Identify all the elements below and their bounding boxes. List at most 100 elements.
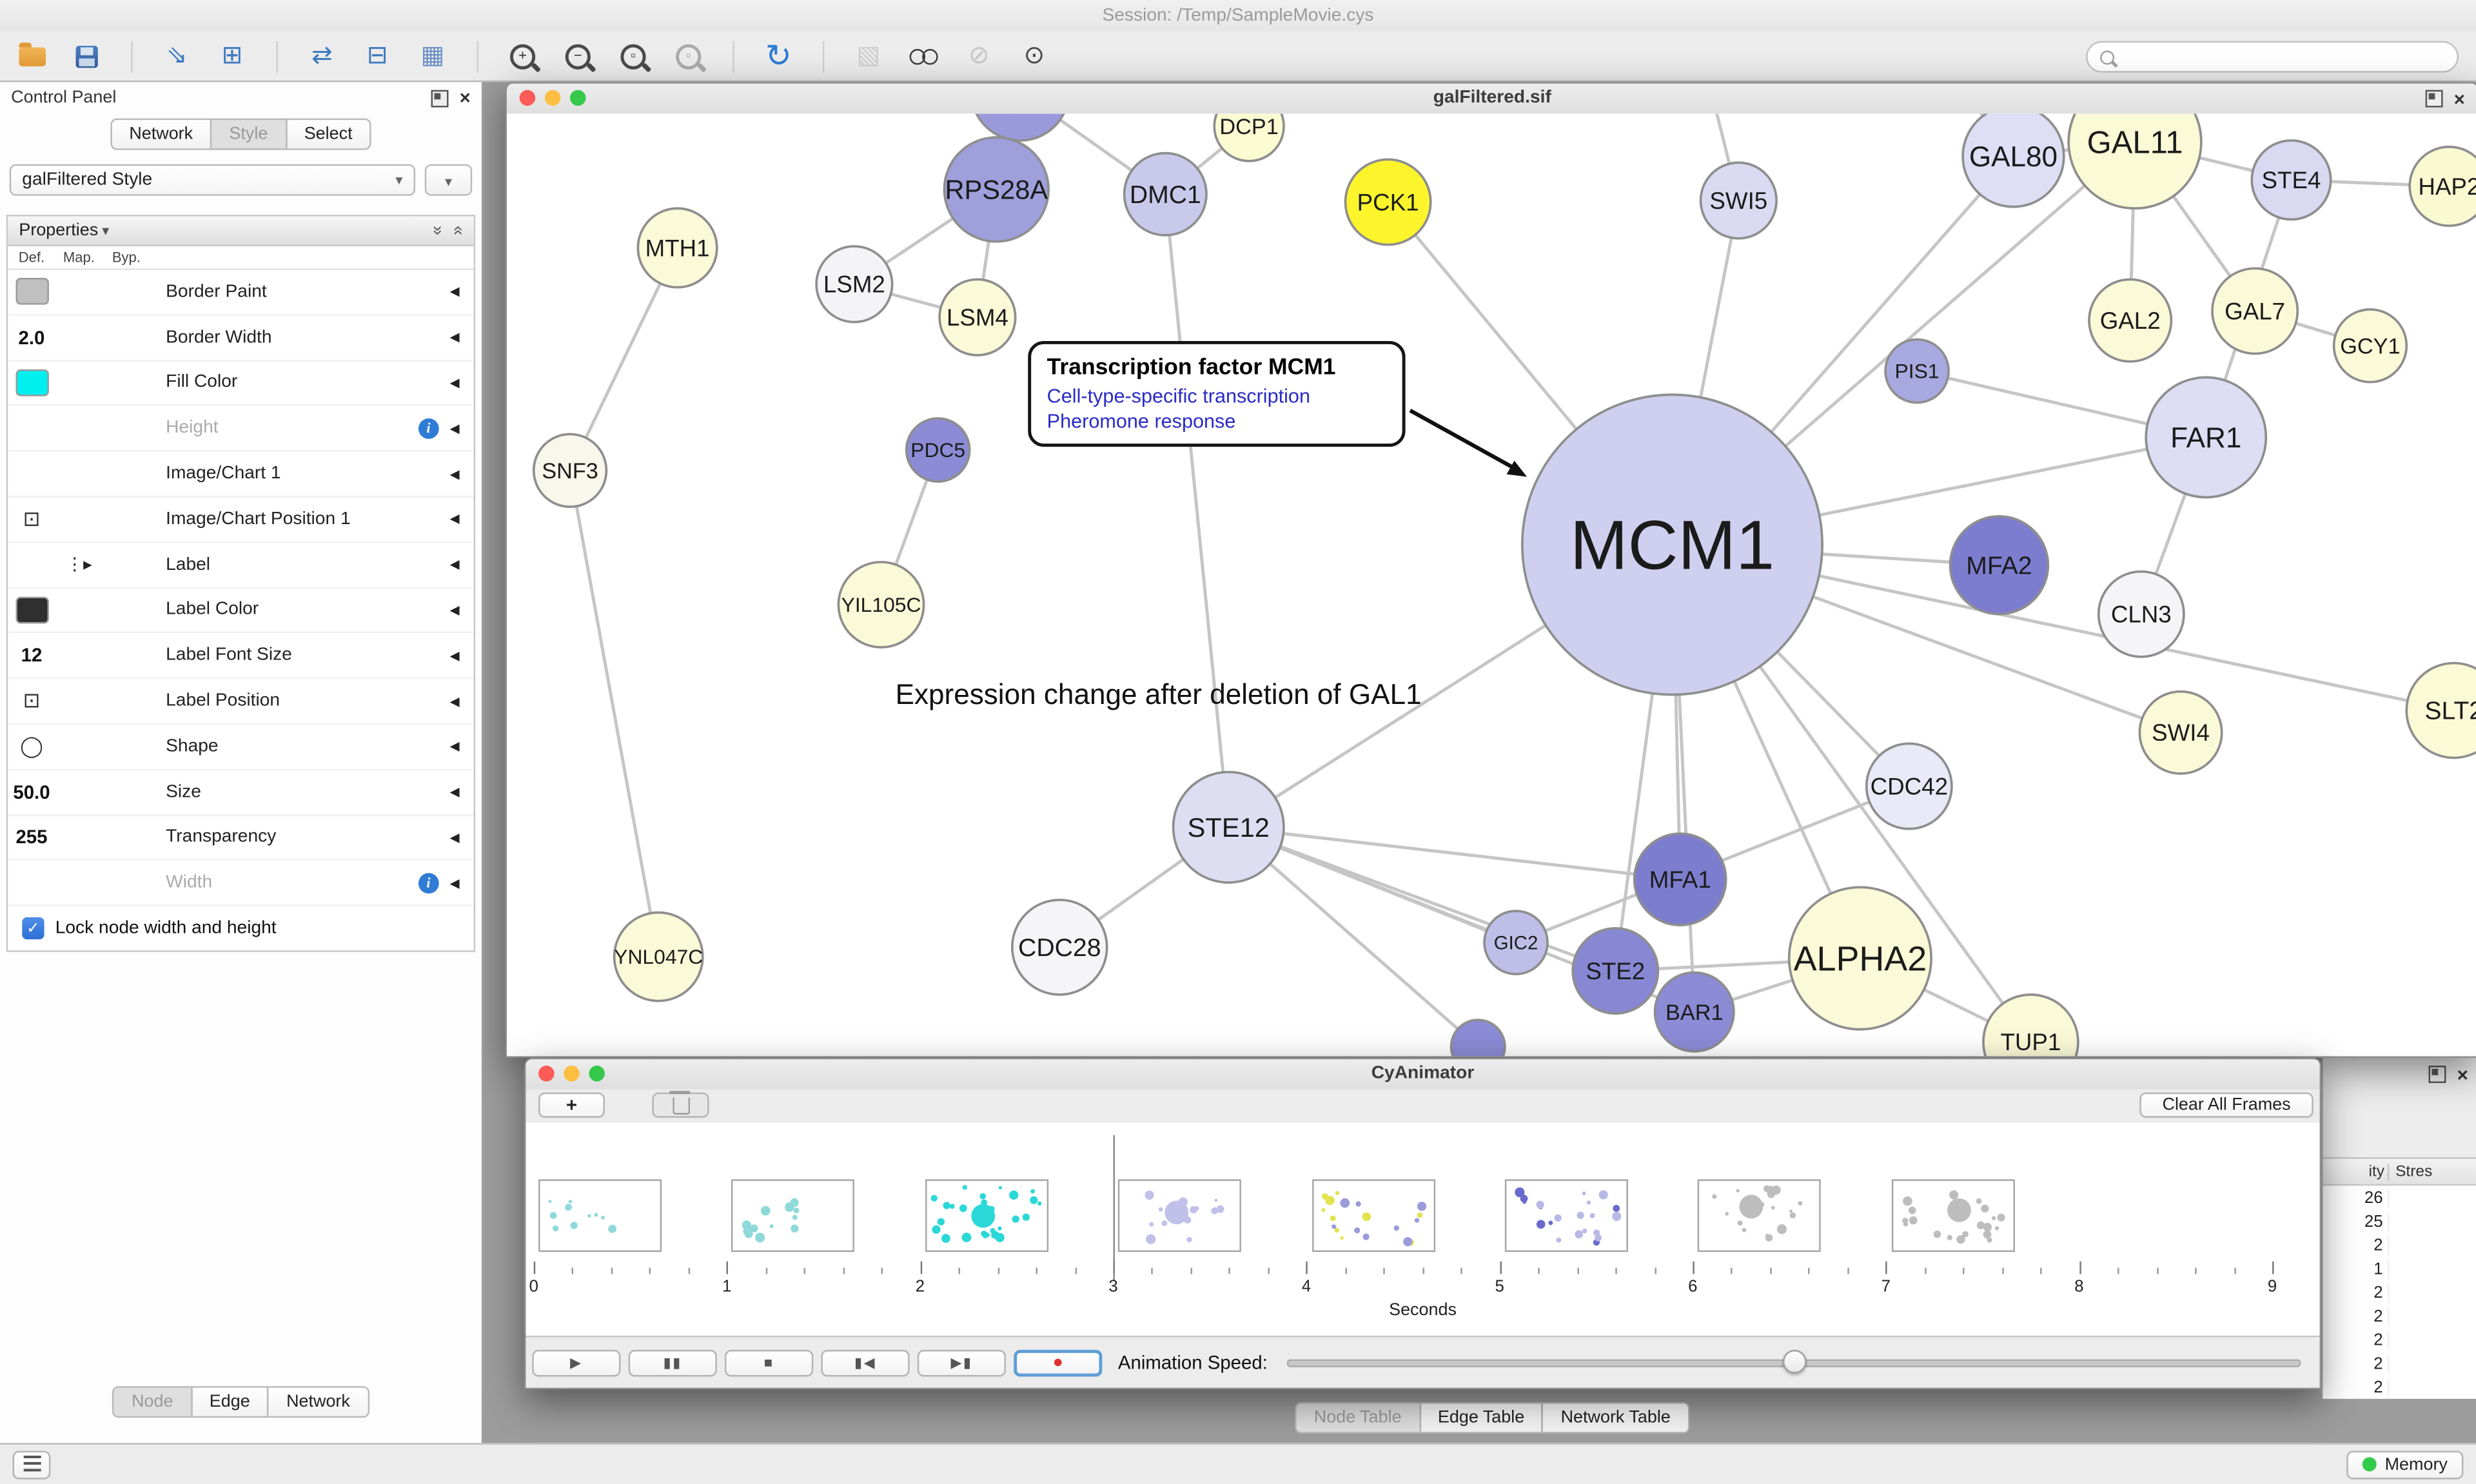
network-node-tup1[interactable]	[1982, 993, 2079, 1057]
expand-arrow-icon[interactable]: ◀	[449, 875, 460, 890]
network-node-swi5[interactable]	[1699, 161, 1778, 240]
close-window-icon[interactable]	[460, 90, 471, 106]
network-node-ste2[interactable]	[1571, 927, 1660, 1015]
property-row-border-paint[interactable]: Border Paint◀	[8, 270, 474, 316]
network-node-cln3[interactable]	[2097, 570, 2185, 658]
expand-arrow-icon[interactable]: ◀	[449, 557, 460, 572]
minimize-traffic-icon[interactable]	[564, 1066, 580, 1082]
show-all-icon[interactable]: ⊙	[1019, 39, 1050, 73]
network-node-gic2[interactable]	[1483, 910, 1549, 975]
skip-to-end-button[interactable]: ▶▮	[917, 1349, 1007, 1376]
network-window-titlebar[interactable]: galFiltered.sif	[507, 83, 2476, 115]
property-row-image-chart-1[interactable]: Image/Chart 1◀	[8, 452, 474, 498]
table-row[interactable]: 2	[2323, 1304, 2476, 1328]
table-row[interactable]: 2	[2323, 1280, 2476, 1304]
cyanimator-titlebar[interactable]: CyAnimator	[526, 1059, 2320, 1091]
keyframe-thumbnail-0[interactable]	[538, 1179, 662, 1253]
animation-speed-slider[interactable]	[1286, 1349, 2301, 1375]
network-node-lsm2[interactable]	[815, 245, 894, 324]
zoom-traffic-icon[interactable]	[589, 1066, 605, 1082]
tab-network[interactable]: Network	[110, 118, 212, 150]
property-row-image-chart-position-1[interactable]: ⊡Image/Chart Position 1◀	[8, 497, 474, 543]
expand-arrow-icon[interactable]: ◀	[449, 739, 460, 754]
keyframe-thumbnail-1[interactable]	[731, 1179, 855, 1253]
search-box[interactable]	[2086, 41, 2459, 73]
expand-arrow-icon[interactable]: ◀	[449, 648, 460, 663]
expand-arrow-icon[interactable]: ◀	[449, 284, 460, 299]
first-neighbors-icon[interactable]	[908, 39, 939, 73]
network-node-bar1[interactable]	[1653, 971, 1735, 1053]
keyframe-thumbnail-5[interactable]	[1504, 1179, 1628, 1253]
network-node-pis1[interactable]	[1884, 338, 1950, 404]
pause-button[interactable]: ▮▮	[628, 1349, 717, 1376]
table-row[interactable]: 2	[2323, 1375, 2476, 1399]
table-row[interactable]: 25	[2323, 1209, 2476, 1233]
close-traffic-icon[interactable]	[538, 1066, 555, 1082]
memory-button[interactable]: Memory	[2346, 1450, 2464, 1479]
playhead[interactable]	[1113, 1135, 1115, 1281]
stop-button[interactable]: ■	[725, 1349, 814, 1376]
network-node-gcy1[interactable]	[2332, 308, 2408, 384]
expand-arrow-icon[interactable]: ◀	[449, 421, 460, 436]
network-node-dcp1[interactable]	[1213, 113, 1285, 162]
default-value-cell[interactable]	[8, 369, 55, 396]
caption-annotation[interactable]: Expression change after deletion of GAL1	[895, 679, 1422, 711]
refresh-network-icon[interactable]: ↻	[763, 39, 794, 73]
add-frame-button[interactable]: +	[538, 1092, 605, 1118]
annotation-link[interactable]: Cell-type-specific transcription	[1046, 385, 1311, 407]
network-node-mfa1[interactable]	[1633, 832, 1727, 926]
expand-arrow-icon[interactable]: ◀	[449, 694, 460, 708]
network-node-far1[interactable]	[2145, 376, 2268, 499]
network-node-snf3[interactable]	[532, 433, 608, 508]
zoom-traffic-icon[interactable]	[570, 90, 586, 106]
network-node-ynl047c[interactable]	[613, 911, 704, 1002]
network-node-dmc1[interactable]	[1123, 151, 1208, 237]
network-canvas[interactable]: RPS28BDCP1RPS28ADMC1PCK1SWI5GAL80GAL11ST…	[507, 113, 2476, 1057]
default-value-cell[interactable]: 255	[15, 826, 48, 849]
property-row-shape[interactable]: ◯Shape◀	[8, 725, 474, 770]
skip-to-start-button[interactable]: ▮◀	[821, 1349, 910, 1376]
table-tab-node-table[interactable]: Node Table	[1295, 1401, 1420, 1434]
open-session-icon[interactable]	[15, 39, 47, 73]
slider-thumb[interactable]	[1783, 1349, 1807, 1374]
search-input[interactable]	[2114, 47, 2457, 66]
properties-header[interactable]: Properties » «	[8, 216, 474, 247]
network-edge-mth1-snf3[interactable]	[568, 247, 679, 471]
export-network-icon[interactable]: ⇄	[306, 39, 338, 73]
clear-all-frames-button[interactable]: Clear All Frames	[2139, 1092, 2314, 1118]
keyframe-thumbnail-2[interactable]	[925, 1179, 1048, 1253]
keyframe-thumbnail-3[interactable]	[1118, 1179, 1242, 1253]
keyframe-thumbnail-4[interactable]	[1312, 1179, 1435, 1253]
network-node-pck1[interactable]	[1344, 158, 1432, 246]
minimize-traffic-icon[interactable]	[544, 90, 561, 106]
network-edge-ste12-mfa1[interactable]	[1228, 825, 1680, 881]
network-node-mfa2[interactable]	[1949, 514, 2050, 616]
network-edge-snf3-ynl047c[interactable]	[568, 470, 660, 957]
default-value-cell[interactable]	[8, 278, 55, 306]
network-node-hap2[interactable]	[2408, 145, 2476, 228]
keyframe-thumbnail-7[interactable]	[1891, 1179, 2015, 1253]
network-node-gal11[interactable]	[2067, 113, 2203, 210]
property-row-fill-color[interactable]: Fill Color◀	[8, 361, 474, 407]
float-window-icon[interactable]	[2428, 1066, 2446, 1084]
close-traffic-icon[interactable]	[519, 90, 536, 106]
attribute-tab-edge[interactable]: Edge	[190, 1386, 270, 1418]
table-row[interactable]: 1	[2323, 1256, 2476, 1280]
network-node-rps28a[interactable]	[943, 136, 1050, 243]
network-node-gal2[interactable]	[2088, 278, 2173, 363]
network-node-pdc5[interactable]	[905, 417, 971, 483]
close-window-icon[interactable]	[2457, 1066, 2468, 1082]
annotation-link[interactable]: Pheromone response	[1046, 410, 1236, 433]
network-node-gal80[interactable]	[1961, 113, 2065, 208]
close-window-icon[interactable]	[2454, 91, 2465, 106]
attribute-tab-network[interactable]: Network	[267, 1386, 369, 1418]
network-node-yil105c[interactable]	[837, 561, 925, 649]
delete-frame-button[interactable]	[652, 1091, 709, 1118]
column-header[interactable]: ity	[2323, 1162, 2390, 1180]
style-options-button[interactable]	[424, 164, 473, 196]
